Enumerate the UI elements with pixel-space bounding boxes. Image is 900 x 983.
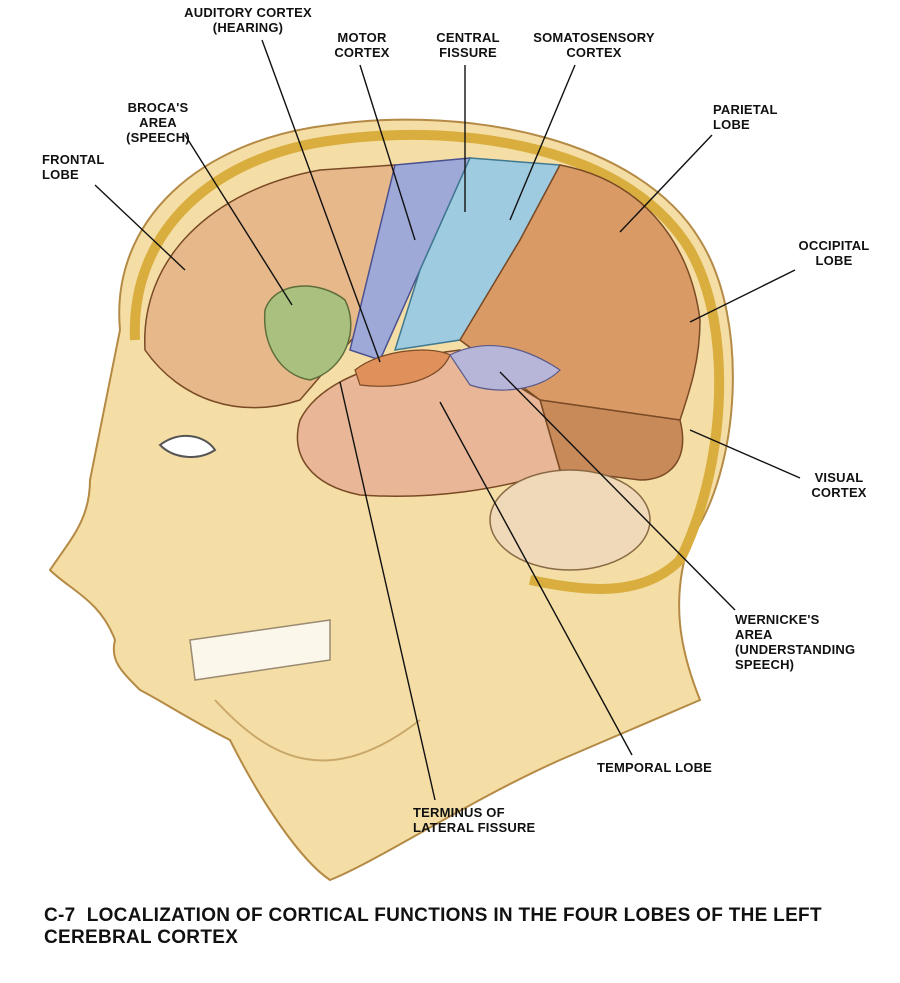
label-line: BROCA'S AREA xyxy=(127,100,189,130)
label-motor-cortex: MOTOR CORTEX xyxy=(328,30,396,60)
label-line: FISSURE xyxy=(439,45,497,60)
label-line: FRONTAL xyxy=(42,152,105,167)
figure-id: C-7 xyxy=(44,905,76,926)
label-line: LOBE xyxy=(815,253,853,268)
label-frontal-lobe: FRONTAL LOBE xyxy=(42,152,105,182)
label-line: AREA xyxy=(735,627,773,642)
cerebellum xyxy=(489,469,651,571)
label-line: OCCIPITAL xyxy=(798,238,870,253)
wernickes-area-region xyxy=(449,344,561,391)
label-line: MOTOR xyxy=(337,30,387,45)
label-line: CORTEX xyxy=(811,485,867,500)
skull-outline xyxy=(129,129,725,594)
label-line: LATERAL FISSURE xyxy=(413,820,536,835)
label-line: (UNDERSTANDING xyxy=(735,642,856,657)
figure-caption-text: LOCALIZATION OF CORTICAL FUNCTIONS IN TH… xyxy=(44,905,822,948)
label-terminus-lateral-fissure: TERMINUS OF LATERAL FISSURE xyxy=(413,805,535,835)
motor-cortex-region xyxy=(349,157,472,361)
label-line: LOBE xyxy=(713,117,750,132)
label-line: LOBE xyxy=(42,167,79,182)
label-line: TERMINUS OF xyxy=(413,805,505,820)
label-temporal-lobe: TEMPORAL LOBE xyxy=(597,760,712,775)
label-line: TEMPORAL LOBE xyxy=(597,760,713,775)
jaw xyxy=(214,699,421,762)
label-line: WERNICKE'S xyxy=(735,612,820,627)
label-line: SPEECH) xyxy=(735,657,795,672)
label-parietal-lobe: PARIETAL LOBE xyxy=(713,102,778,132)
label-line: SOMATOSENSORY xyxy=(533,30,655,45)
label-occipital-lobe: OCCIPITAL LOBE xyxy=(790,238,878,268)
label-line: CENTRAL xyxy=(436,30,500,45)
label-line: VISUAL xyxy=(814,470,864,485)
teeth xyxy=(189,619,331,681)
label-auditory-cortex: AUDITORY CORTEX (HEARING) xyxy=(178,5,318,35)
label-line: CORTEX xyxy=(566,45,622,60)
label-brocas-area: BROCA'S AREA (SPEECH) xyxy=(110,100,206,145)
label-line: (SPEECH) xyxy=(126,130,190,145)
label-somatosensory-cortex: SOMATOSENSORY CORTEX xyxy=(526,30,662,60)
label-line: AUDITORY CORTEX xyxy=(184,5,312,20)
label-wernickes-area: WERNICKE'S AREA (UNDERSTANDING SPEECH) xyxy=(735,612,855,672)
brocas-area-region xyxy=(263,285,352,381)
leader-lines xyxy=(94,39,801,801)
label-visual-cortex: VISUAL CORTEX xyxy=(800,470,878,500)
label-line: CORTEX xyxy=(334,45,390,60)
label-central-fissure: CENTRAL FISSURE xyxy=(432,30,504,60)
label-line: (HEARING) xyxy=(212,20,284,35)
label-line: PARIETAL xyxy=(713,102,778,117)
figure-caption: C-7 LOCALIZATION OF CORTICAL FUNCTIONS I… xyxy=(44,905,894,949)
eye xyxy=(158,434,217,458)
